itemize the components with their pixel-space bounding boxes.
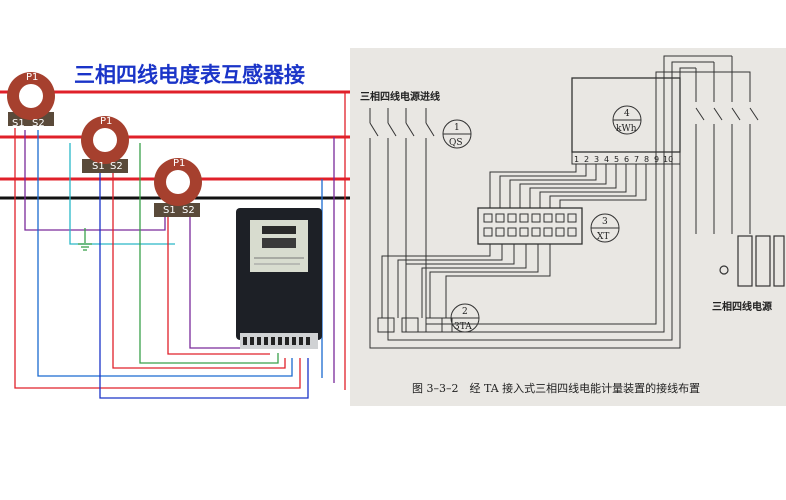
left-wiring-diagram: 三相四线电度表互感器接	[0, 48, 350, 406]
ct1-p1-label: P1	[26, 72, 38, 83]
terminal-10: 10	[663, 155, 673, 164]
terminal-3: 3	[594, 155, 599, 164]
outgoing-switches	[695, 56, 759, 234]
terminal-block-xt	[477, 207, 583, 245]
current-transformer-2: P1 S1 S2	[81, 116, 129, 173]
right-diagram-svg: 三相四线电源进线 1 QS 4 kWh 3 XT 2 3TA 1 2 3 4 5…	[360, 55, 785, 395]
secondary-wires	[14, 128, 309, 399]
terminal-7: 7	[634, 155, 639, 164]
terminal-9: 9	[654, 155, 659, 164]
right-wiring-diagram: 三相四线电源进线 1 QS 4 kWh 3 XT 2 3TA 1 2 3 4 5…	[350, 48, 786, 406]
ct2-s1-label: S1	[92, 161, 105, 172]
left-title: 三相四线电度表互感器接	[74, 63, 305, 87]
figure-caption: 图 3–3–2 经 TA 接入式三相四线电能计量装置的接线布置	[412, 381, 700, 395]
ct3-p1-label: P1	[173, 158, 185, 169]
meter-terminal-numbers: 1 2 3 4 5 6 7 8 9 10	[574, 155, 673, 164]
outgoing-wiring	[369, 55, 751, 349]
ct1-s2-label: S2	[32, 118, 45, 129]
ta-code: 3TA	[454, 322, 472, 332]
left-diagram-svg: 三相四线电度表互感器接	[0, 63, 350, 399]
terminal-1: 1	[574, 155, 579, 164]
ct1-s1-label: S1	[12, 118, 25, 129]
current-transformers-3ta	[377, 317, 453, 333]
current-transformer-1: P1 S1 S2	[7, 72, 55, 129]
kwh-num: 4	[624, 109, 630, 119]
ct2-p1-label: P1	[100, 116, 112, 127]
ct2-s2-label: S2	[110, 161, 123, 172]
terminal-6: 6	[624, 155, 629, 164]
kwh-code: kWh	[616, 124, 637, 134]
incoming-switch-qs	[369, 108, 435, 298]
ct3-s2-label: S2	[182, 205, 195, 216]
incoming-power-label: 三相四线电源进线	[360, 90, 440, 103]
outgoing-power-label: 三相四线电源	[712, 300, 772, 313]
xt-terminals	[483, 213, 577, 237]
xt-num: 3	[602, 217, 608, 227]
terminal-5: 5	[614, 155, 619, 164]
qs-code: QS	[449, 138, 463, 148]
xt-code: XT	[597, 232, 609, 242]
ground-symbol	[78, 243, 92, 251]
terminal-4: 4	[604, 155, 609, 164]
outgoing-fuses	[719, 235, 785, 287]
terminal-8: 8	[644, 155, 649, 164]
meter-xt-wiring	[489, 164, 647, 208]
energy-meter	[236, 208, 322, 349]
current-transformer-3: P1 S1 S2	[154, 158, 202, 217]
ta-num: 2	[462, 307, 468, 317]
terminal-2: 2	[584, 155, 589, 164]
ct3-s1-label: S1	[163, 205, 176, 216]
qs-num: 1	[454, 123, 460, 133]
